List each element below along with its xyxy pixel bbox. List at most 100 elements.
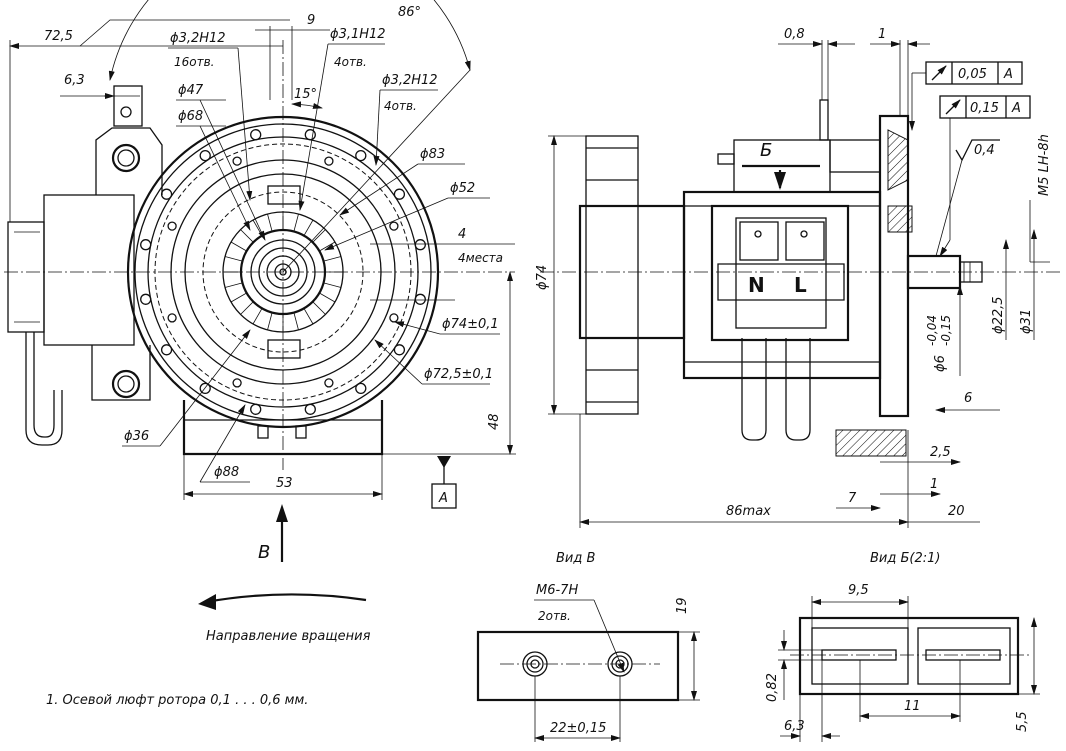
radial-tick bbox=[323, 256, 342, 262]
dim-2-5: 2,5 bbox=[930, 445, 951, 460]
dia-88: ϕ88 bbox=[214, 465, 239, 480]
terminal-face bbox=[798, 616, 1020, 696]
section-b-label: Б bbox=[760, 140, 772, 161]
terminal-l: L bbox=[794, 273, 807, 297]
mounting-eye-top bbox=[111, 143, 141, 173]
dia-72-5: ϕ72,5±0,1 bbox=[424, 367, 493, 382]
terminal-block bbox=[710, 204, 850, 342]
angle-86: 86° bbox=[398, 5, 421, 20]
radial-tick bbox=[252, 219, 263, 236]
dia-52: ϕ52 bbox=[450, 181, 475, 196]
side-dia-74: ϕ74 bbox=[535, 265, 550, 290]
dim-9: 9 bbox=[307, 13, 315, 28]
holes-4-a: 4отв. bbox=[334, 55, 367, 69]
radial-tick bbox=[230, 292, 247, 303]
dim-0-82: 0,82 bbox=[765, 673, 780, 702]
terminal-n: N bbox=[748, 273, 765, 297]
datum-a: A bbox=[438, 491, 448, 506]
radial-tick bbox=[252, 308, 263, 325]
bolt-hole bbox=[304, 403, 316, 415]
bolt-hole bbox=[140, 293, 152, 305]
view-v-label: B bbox=[258, 542, 270, 563]
radial-tick bbox=[240, 229, 254, 243]
dim-53: 53 bbox=[276, 476, 293, 491]
dim-6: 6 bbox=[964, 391, 972, 406]
dim-4: 4 bbox=[458, 227, 466, 242]
view-bb-title: Вид Б(2:1) bbox=[870, 551, 940, 566]
inner-hole bbox=[324, 378, 334, 388]
note-axial-play: 1. Осевой люфт ротора 0,1 . . . 0,6 мм. bbox=[46, 693, 308, 708]
dia-83: ϕ83 bbox=[420, 147, 445, 162]
mounting-base bbox=[182, 400, 384, 456]
bolt-hole bbox=[414, 293, 426, 305]
base-section bbox=[835, 429, 907, 457]
dim-5-5: 5,5 bbox=[1015, 711, 1030, 732]
tol-datum-1: A bbox=[1003, 67, 1013, 82]
radial-tick bbox=[224, 256, 243, 262]
mounting-eye-bottom bbox=[111, 369, 141, 399]
hole-3-2h12-a: ϕ3,2H12 bbox=[170, 31, 226, 46]
top-lug bbox=[113, 85, 143, 127]
dia-22-5: ϕ22,5 bbox=[991, 296, 1006, 334]
holes-4-b: 4отв. bbox=[384, 99, 417, 113]
dia-36: ϕ36 bbox=[124, 429, 149, 444]
dim-9-5: 9,5 bbox=[848, 583, 869, 598]
dia-47: ϕ47 bbox=[178, 83, 204, 98]
radial-tick bbox=[303, 308, 314, 325]
rotation-label: Направление вращения bbox=[206, 629, 371, 644]
bolt-hole bbox=[414, 239, 426, 251]
dia-31: ϕ31 bbox=[1019, 309, 1034, 334]
inner-hole bbox=[232, 378, 242, 388]
rotation-arrow bbox=[205, 593, 367, 604]
dim-6-3: 6,3 bbox=[64, 73, 85, 88]
places-4: 4места bbox=[458, 251, 503, 265]
view-b: M6-7H 2отв. 19 22±0,15 bbox=[476, 583, 700, 742]
inner-hole bbox=[389, 221, 399, 231]
dim-86max: 86max bbox=[726, 504, 771, 519]
inner-hole bbox=[167, 221, 177, 231]
bolt-hole bbox=[393, 188, 406, 200]
roughness: 0,4 bbox=[974, 143, 995, 158]
dim-0-8: 0,8 bbox=[784, 27, 805, 42]
dia-6-upper: -0,04 bbox=[925, 315, 939, 346]
bolt-hole bbox=[393, 344, 406, 356]
view-b-title: Вид В bbox=[556, 551, 595, 566]
angle-15: 15° bbox=[294, 87, 317, 102]
holes-2: 2отв. bbox=[538, 609, 571, 623]
radial-tick bbox=[230, 241, 247, 252]
radial-tick bbox=[240, 301, 254, 315]
bolt-hole bbox=[140, 239, 152, 251]
dim-20: 20 bbox=[948, 504, 965, 519]
dia-68: ϕ68 bbox=[178, 109, 203, 124]
tol-datum-2: A bbox=[1011, 101, 1021, 116]
wire-loop bbox=[25, 332, 63, 446]
dim-11: 11 bbox=[904, 699, 921, 714]
rotor-fan bbox=[585, 135, 639, 415]
inner-hole bbox=[167, 313, 177, 323]
base-plate bbox=[476, 630, 680, 702]
bolt-hole bbox=[355, 382, 367, 395]
inner-hole bbox=[232, 156, 242, 166]
dim-22: 22±0,15 bbox=[550, 721, 606, 736]
hole-3-2h12-b: ϕ3,2H12 bbox=[382, 73, 438, 88]
bolt-hole bbox=[304, 129, 316, 141]
connector-box bbox=[7, 221, 45, 333]
dim-19: 19 bbox=[675, 597, 690, 614]
side-view: N L 0,8 1 0,05 bbox=[535, 27, 1062, 528]
bolt-hole bbox=[160, 188, 173, 200]
bolt-hole bbox=[199, 149, 211, 162]
side-housing bbox=[43, 194, 135, 346]
bolt-hole bbox=[250, 403, 262, 415]
bolt-hole bbox=[250, 129, 262, 141]
dim-1-top: 1 bbox=[878, 27, 886, 42]
upper-window bbox=[267, 185, 301, 205]
dim-72-5: 72,5 bbox=[44, 29, 73, 44]
radial-tick bbox=[267, 213, 273, 232]
flange-bolt-holes bbox=[140, 129, 426, 415]
radial-tick bbox=[293, 213, 299, 232]
bolt-hole bbox=[355, 149, 367, 162]
radial-tick bbox=[312, 229, 326, 243]
dim-48: 48 bbox=[487, 413, 502, 430]
lower-window bbox=[267, 339, 301, 359]
